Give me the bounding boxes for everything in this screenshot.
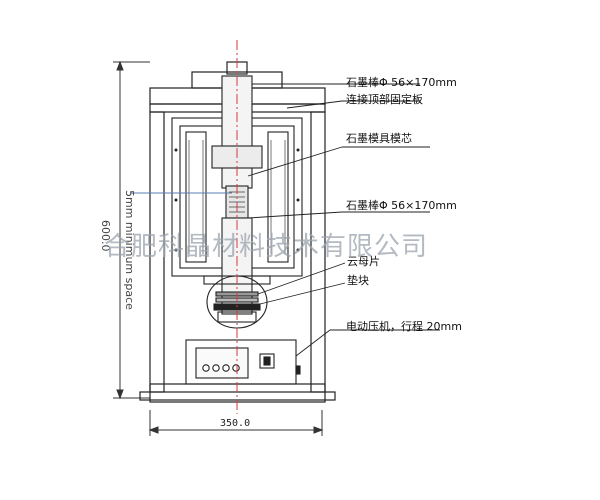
label-mica: 云母片 [347, 255, 380, 268]
height-dimension [113, 60, 150, 400]
label-mold-core: 石墨模具模芯 [346, 132, 412, 145]
width-value: 350.0 [220, 418, 251, 429]
label-bottom-rod: 石墨棒Φ 56×170mm [346, 199, 457, 212]
label-press: 电动压机，行程 20mm [346, 320, 462, 333]
electric-press [185, 339, 301, 385]
leader-lines [247, 83, 440, 357]
watermark: 合肥科晶材料技术有限公司 [104, 232, 429, 262]
label-top-plate: 连接顶部固定板 [346, 93, 423, 106]
width-dimension [148, 410, 324, 436]
label-pad: 垫块 [347, 274, 369, 287]
label-top-rod: 石墨棒Φ 56×170mm [346, 76, 457, 89]
